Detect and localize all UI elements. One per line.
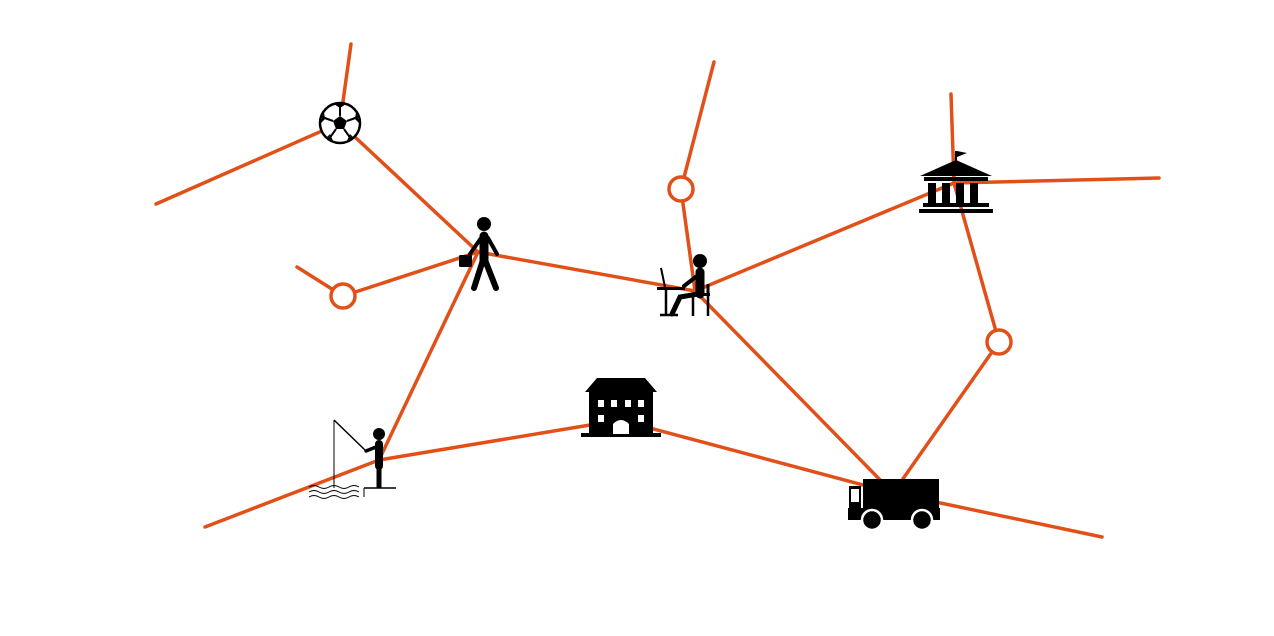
connection-line — [693, 289, 895, 495]
connection-line — [476, 250, 697, 293]
connection-line — [679, 187, 697, 293]
connection-line — [891, 340, 1001, 495]
school-building-icon — [581, 378, 661, 437]
delivery-truck-icon — [848, 479, 940, 532]
connection-line — [341, 250, 480, 298]
soccer-ball-icon — [318, 101, 362, 145]
connection-line — [679, 60, 716, 191]
connection-line — [154, 121, 342, 206]
connection-line — [203, 458, 381, 529]
connection-line — [618, 418, 895, 495]
connection-line — [377, 250, 480, 462]
person-at-laptop-icon — [657, 254, 710, 317]
hub-node — [329, 282, 357, 310]
person-fishing-icon — [308, 419, 396, 499]
businessman-walking-icon — [459, 217, 499, 291]
connection-line — [377, 418, 622, 462]
connection-line — [693, 181, 956, 293]
hub-node — [667, 175, 695, 203]
connection-line — [338, 121, 480, 254]
civic-building-icon — [919, 151, 993, 213]
hub-node — [985, 328, 1013, 356]
connection-line — [952, 176, 1161, 185]
network-connections — [154, 42, 1161, 539]
